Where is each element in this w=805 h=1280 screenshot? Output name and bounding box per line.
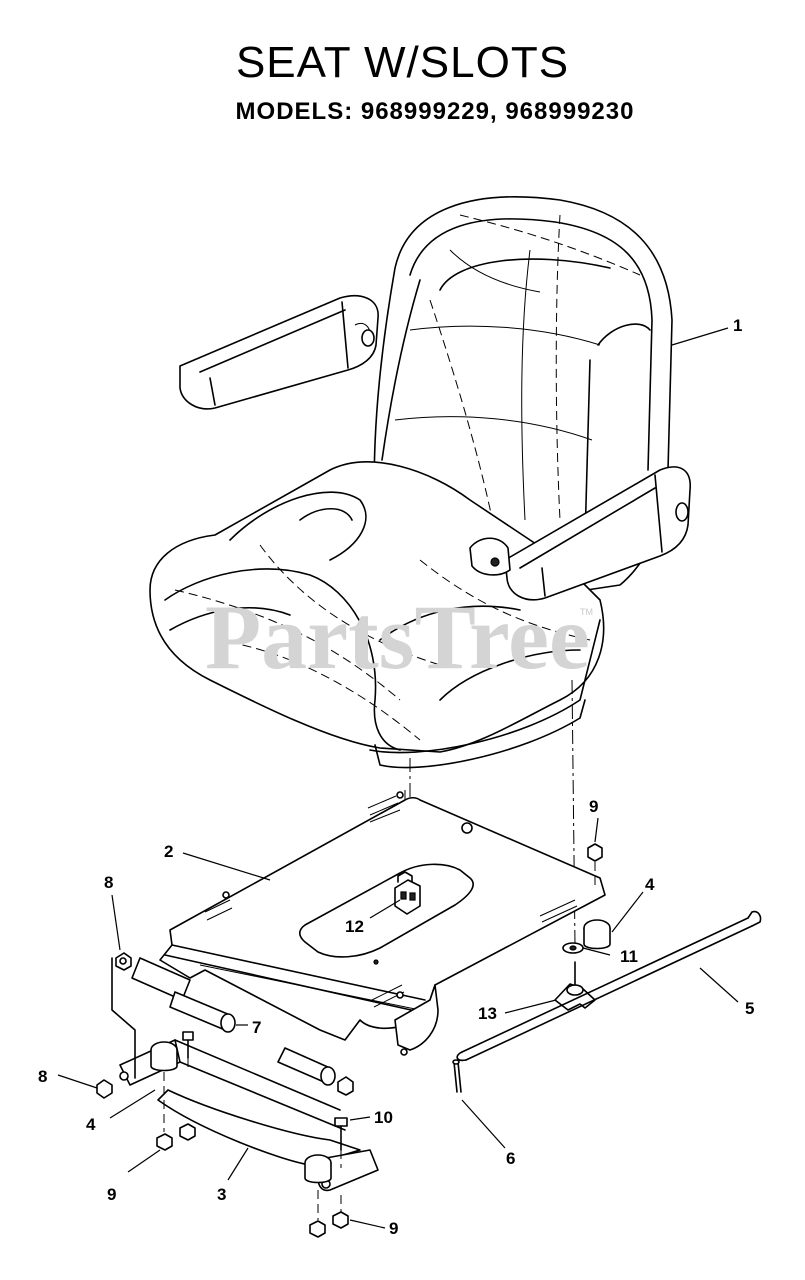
models-subtitle: MODELS: 968999229, 968999230 bbox=[235, 98, 635, 125]
callout-7: 7 bbox=[252, 1018, 261, 1037]
watermark-text: PartsTree bbox=[205, 586, 590, 688]
left-armrest bbox=[179, 294, 379, 410]
callout-11: 11 bbox=[620, 947, 638, 966]
bumper-right[interactable] bbox=[583, 919, 611, 950]
callout-8-left: 8 bbox=[38, 1067, 47, 1086]
nut-bottom-right[interactable] bbox=[309, 1211, 349, 1238]
seat-mounting-plate[interactable] bbox=[159, 791, 606, 1056]
callout-5: 5 bbox=[745, 999, 754, 1018]
callout-4-left: 4 bbox=[86, 1115, 96, 1134]
callout-4-right: 4 bbox=[645, 875, 655, 894]
bumper-left[interactable] bbox=[150, 1041, 178, 1072]
nut-bottom-left[interactable] bbox=[156, 1123, 196, 1151]
callout-10: 10 bbox=[374, 1108, 393, 1127]
pivot-bolt[interactable] bbox=[131, 957, 354, 1096]
callout-9-top: 9 bbox=[589, 797, 598, 816]
page-title: SEAT W/SLOTS bbox=[235, 38, 570, 87]
right-armrest bbox=[504, 466, 691, 601]
nut-left-side[interactable] bbox=[96, 1079, 113, 1099]
bumper-right-lower[interactable] bbox=[304, 1154, 332, 1184]
adjustment-rod[interactable] bbox=[456, 910, 762, 1062]
callout-9-left: 9 bbox=[107, 1185, 116, 1204]
callout-8-top: 8 bbox=[104, 873, 113, 892]
callout-1: 1 bbox=[733, 316, 742, 335]
callout-2: 2 bbox=[164, 842, 173, 861]
plate-slot bbox=[298, 863, 474, 958]
callout-12: 12 bbox=[345, 917, 364, 936]
nut-top-right[interactable] bbox=[587, 843, 603, 862]
callout-6: 6 bbox=[506, 1149, 515, 1168]
bolt-right[interactable] bbox=[334, 1117, 348, 1168]
seat-switch[interactable] bbox=[394, 871, 421, 915]
seat-assembly[interactable]: PartsTree TM bbox=[149, 196, 691, 769]
nut-left-top[interactable] bbox=[115, 952, 132, 971]
watermark-tm: TM bbox=[580, 607, 593, 617]
callout-3: 3 bbox=[217, 1185, 226, 1204]
callout-9-bottom: 9 bbox=[389, 1219, 398, 1238]
washer[interactable] bbox=[562, 942, 584, 954]
cotter-pin[interactable] bbox=[452, 1059, 462, 1093]
bolt-left[interactable] bbox=[182, 1031, 194, 1072]
callout-13: 13 bbox=[478, 1004, 497, 1023]
seat-cushion bbox=[149, 461, 605, 753]
